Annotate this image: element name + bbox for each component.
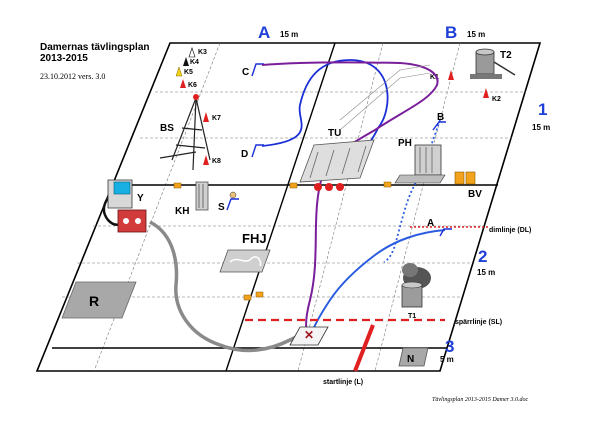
- svg-text:K8: K8: [212, 158, 221, 165]
- document-footer: Tävlingsplan 2013-2015 Damer 3.0.doc: [432, 397, 529, 403]
- cone-k7: K7: [203, 112, 221, 122]
- point-b-marker: [432, 121, 446, 131]
- bv-label: BV: [468, 189, 482, 200]
- svg-text:K2: K2: [492, 96, 501, 103]
- t1-tank: [401, 263, 431, 308]
- plan-title: Damernas tävlingsplan 2013-2015: [40, 42, 149, 64]
- point-c-marker: [251, 63, 264, 77]
- svg-text:K5: K5: [184, 69, 193, 76]
- point-b-label: B: [437, 112, 444, 123]
- svg-text:K1: K1: [430, 74, 439, 81]
- fence: [339, 64, 431, 131]
- zone-a-length: 15 m: [280, 30, 298, 39]
- bs-label: BS: [160, 123, 174, 134]
- zone-3-label: 3: [445, 337, 454, 356]
- point-a-marker: [439, 228, 452, 237]
- r-label: R: [89, 293, 99, 309]
- ph-structure: [394, 144, 446, 184]
- plan-title-line1: Damernas tävlingsplan: [40, 42, 150, 53]
- start-cross-icon: ✕: [304, 328, 314, 342]
- flag-markers: [173, 181, 392, 301]
- point-d-marker: [251, 144, 264, 158]
- bs-tripod: [159, 94, 211, 171]
- tu-label: TU: [328, 128, 341, 139]
- point-d-label: D: [241, 149, 248, 160]
- svg-text:K4: K4: [190, 59, 199, 66]
- ph-label: PH: [398, 138, 412, 149]
- svg-text:K3: K3: [198, 49, 207, 56]
- fire-hose: [149, 220, 311, 353]
- cone-k6: K6: [180, 79, 197, 89]
- sparr-line-label: spärrlinje (SL): [455, 319, 502, 326]
- plan-version: 23.10.2012 vers. 3.0: [40, 72, 106, 81]
- cone-k8: K8: [203, 155, 221, 165]
- cone-k2: K2: [483, 88, 501, 103]
- cone-k5: K5: [175, 66, 193, 77]
- y-label: Y: [137, 193, 144, 204]
- point-a-label: A: [427, 218, 434, 229]
- kh-wall: [195, 181, 209, 211]
- s-stand: [226, 191, 239, 211]
- s-label: S: [218, 202, 225, 213]
- kh-label: KH: [175, 206, 189, 217]
- zone-3-length: 5 m: [440, 355, 454, 364]
- svg-text:K6: K6: [188, 82, 197, 89]
- svg-text:K7: K7: [212, 115, 221, 122]
- zone-b-label: B: [445, 23, 457, 42]
- cone-k1: K1: [430, 70, 454, 81]
- field-outline: [35, 42, 542, 372]
- fhj-label: FHJ: [242, 231, 267, 246]
- route-c-purple: [261, 61, 439, 334]
- zone-1-length: 15 m: [532, 123, 550, 132]
- field-sections: [52, 42, 498, 372]
- start-line-label: startlinje (L): [323, 379, 363, 386]
- fhj-box: [219, 249, 271, 273]
- cone-k4: K4: [183, 57, 199, 66]
- plan-title-line2: 2013-2015: [40, 53, 88, 64]
- zone-b-length: 15 m: [467, 30, 485, 39]
- route-a-blue: [311, 229, 446, 333]
- route-b-dotted: [383, 119, 441, 263]
- cone-k3: K3: [188, 47, 207, 58]
- t2-label: T2: [500, 50, 512, 61]
- zone-a-label: A: [258, 23, 270, 42]
- y-unit: [107, 179, 147, 233]
- bv-barrels: [454, 171, 476, 185]
- zone-2-label: 2: [478, 247, 487, 266]
- r-area: [61, 281, 137, 319]
- zone-1-label: 1: [538, 100, 547, 119]
- t1-label: T1: [408, 313, 416, 320]
- zone-2-length: 15 m: [477, 268, 495, 277]
- dim-line-label: dimlinje (DL): [489, 227, 531, 234]
- n-label: N: [407, 354, 414, 365]
- tu-tunnel: [299, 139, 375, 191]
- t2-tank: [470, 48, 516, 79]
- n-box: [398, 347, 429, 367]
- point-c-label: C: [242, 67, 249, 78]
- start-line: [353, 324, 375, 372]
- start-pad: [289, 326, 329, 346]
